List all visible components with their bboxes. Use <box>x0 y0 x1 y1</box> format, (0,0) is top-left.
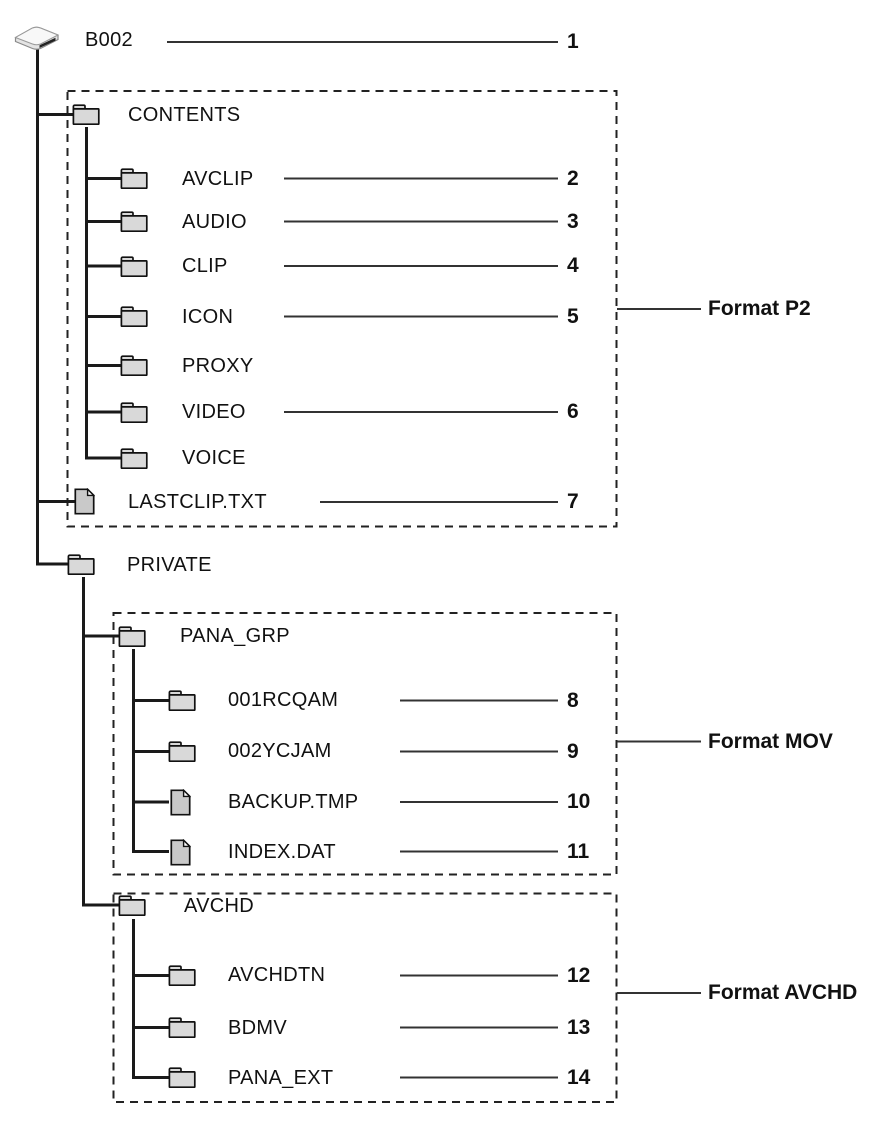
folder-icon <box>168 1016 196 1039</box>
folder-icon <box>120 447 148 470</box>
callout-number-14: 14 <box>567 1066 591 1089</box>
folder-icon <box>120 354 148 377</box>
format-p2-group-box <box>66 90 618 528</box>
folder-icon <box>120 255 148 278</box>
callout-number-10: 10 <box>567 790 591 813</box>
folder-icon <box>118 894 146 917</box>
callout-number-8: 8 <box>567 689 579 712</box>
format-avchd-label: Format AVCHD <box>708 981 858 1004</box>
format-avchd-group-box <box>112 892 618 1103</box>
callout-number-11: 11 <box>567 840 590 863</box>
folder-label-clip: CLIP <box>182 255 228 277</box>
root-volume-label: B002 <box>85 29 133 51</box>
callout-number-7: 7 <box>567 490 579 513</box>
folder-label-bdmv: BDMV <box>228 1017 287 1039</box>
callout-leader-lines <box>167 41 558 1079</box>
callout-number-5: 5 <box>567 305 579 328</box>
folder-icon <box>120 305 148 328</box>
folder-label-icon: ICON <box>182 306 234 328</box>
folder-label-avclip: AVCLIP <box>182 168 254 190</box>
callout-number-1: 1 <box>567 30 579 53</box>
callout-number-4: 4 <box>567 254 579 277</box>
folder-label-001rcqam: 001RCQAM <box>228 689 339 711</box>
drive-icon <box>13 23 61 55</box>
folder-label-video: VIDEO <box>182 401 246 423</box>
folder-icon <box>67 553 95 576</box>
folder-icon <box>168 1066 196 1089</box>
folder-icon <box>168 689 196 712</box>
tree-branch-lines <box>36 46 169 1079</box>
callout-number-6: 6 <box>567 400 579 423</box>
callout-number-3: 3 <box>567 210 579 233</box>
callout-number-9: 9 <box>567 740 579 763</box>
file-label-lastclip: LASTCLIP.TXT <box>128 491 267 513</box>
folder-label-proxy: PROXY <box>182 355 254 377</box>
folder-label-audio: AUDIO <box>182 211 247 233</box>
folder-icon <box>168 740 196 763</box>
file-icon <box>74 488 95 515</box>
file-icon <box>170 839 191 866</box>
folder-label-private: PRIVATE <box>127 554 212 576</box>
format-p2-label: Format P2 <box>708 297 811 320</box>
folder-label-pana-grp: PANA_GRP <box>180 625 290 647</box>
folder-label-002ycjam: 002YCJAM <box>228 740 332 762</box>
file-icon <box>170 789 191 816</box>
folder-label-avchd: AVCHD <box>184 895 255 917</box>
folder-label-voice: VOICE <box>182 447 246 469</box>
callout-number-12: 12 <box>567 964 591 987</box>
file-label-index: INDEX.DAT <box>228 841 336 863</box>
folder-icon <box>120 210 148 233</box>
format-mov-label: Format MOV <box>708 730 833 753</box>
folder-label-pana-ext: PANA_EXT <box>228 1067 334 1089</box>
folder-icon <box>72 103 100 126</box>
folder-icon <box>120 167 148 190</box>
callout-number-2: 2 <box>567 167 579 190</box>
folder-label-contents: CONTENTS <box>128 104 241 126</box>
folder-icon <box>168 964 196 987</box>
callout-number-13: 13 <box>567 1016 591 1039</box>
folder-label-avchdtn: AVCHDTN <box>228 964 326 986</box>
format-connector-lines <box>617 308 701 994</box>
file-label-backup: BACKUP.TMP <box>228 791 359 813</box>
folder-icon <box>120 401 148 424</box>
folder-icon <box>118 625 146 648</box>
format-mov-group-box <box>112 612 618 876</box>
